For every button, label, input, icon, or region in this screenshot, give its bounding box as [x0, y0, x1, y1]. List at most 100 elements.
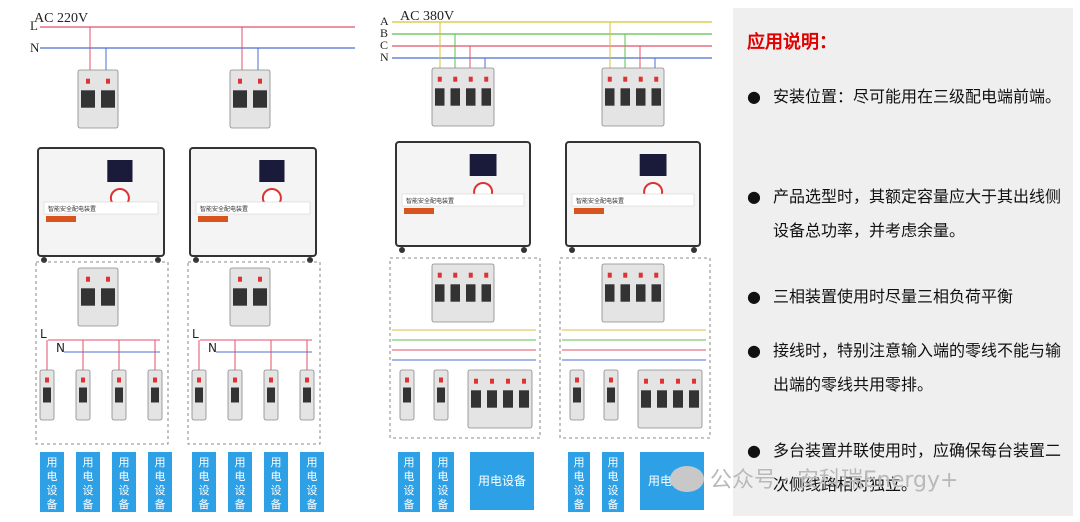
out-n-label: N: [208, 341, 217, 355]
load-label: 备: [155, 497, 166, 511]
panel-title: 应用说明：: [747, 32, 837, 53]
breaker-handle: [605, 88, 615, 106]
load-label: 电: [608, 470, 619, 483]
line-n3-label: N: [380, 50, 389, 64]
load-label: 备: [83, 497, 94, 511]
wechat-icon: [670, 466, 704, 492]
breaker-indicator: [644, 378, 648, 384]
device-name: 智能安全配电装置: [200, 205, 248, 213]
breaker-handle: [403, 387, 411, 403]
application-notes-panel: 应用说明： ●安装位置：尽可能用在三级配电端前端。 ●产品选型时，其额定容量应大…: [733, 8, 1073, 516]
breaker-indicator: [117, 377, 121, 383]
load-label: 备: [608, 497, 619, 511]
breaker-indicator: [468, 76, 473, 82]
breaker-indicator: [258, 276, 262, 282]
bullet-icon: ●: [747, 287, 761, 306]
load-box: [148, 452, 172, 512]
breaker-indicator: [474, 378, 478, 384]
wiring-diagram: AC 220V L N AC 380V A B C N 智能安全配电装置LN用电…: [30, 9, 712, 512]
load-label: 设: [438, 484, 449, 497]
load-label: 电: [307, 470, 318, 483]
load-label: 设: [307, 484, 318, 497]
line-n-label: N: [30, 40, 40, 55]
breaker-handle: [466, 284, 476, 302]
device-name: 智能安全配电装置: [406, 197, 454, 205]
breaker-indicator: [623, 272, 628, 278]
breaker-indicator: [439, 377, 443, 383]
breaker-handle: [450, 284, 460, 302]
load-box: [602, 452, 624, 512]
breaker-handle: [437, 387, 445, 403]
bullet-icon: ●: [747, 441, 761, 460]
breaker-handle: [43, 387, 51, 403]
load-label: 电: [83, 470, 94, 483]
breaker-indicator: [638, 272, 643, 278]
breaker-indicator: [522, 378, 526, 384]
load-label: 电: [155, 470, 166, 483]
device-foot: [307, 257, 313, 263]
branch-main-breaker: [229, 267, 271, 327]
breaker-handle: [81, 288, 95, 306]
line-l-label: L: [30, 18, 38, 33]
breaker-indicator: [453, 76, 458, 82]
load-label: 电: [47, 470, 58, 483]
breaker-indicator: [81, 377, 85, 383]
out-l-label: L: [192, 327, 199, 341]
load-label: 设: [119, 484, 130, 497]
breaker-handle: [651, 284, 661, 302]
breaker-handle: [657, 390, 667, 408]
device-foot: [155, 257, 161, 263]
load-box: [300, 452, 324, 512]
breaker-indicator: [453, 272, 458, 278]
breaker-handle: [151, 387, 159, 403]
breaker-indicator: [153, 377, 157, 383]
breaker-handle: [573, 387, 581, 403]
breaker-handle: [253, 90, 267, 108]
supply-label-380: AC 380V: [400, 9, 454, 24]
load-label: 用: [119, 456, 130, 469]
main-breaker: [229, 69, 271, 129]
breaker-handle: [620, 88, 630, 106]
breaker-indicator: [692, 378, 696, 384]
breaker-indicator: [609, 377, 613, 383]
load-label: 备: [271, 497, 282, 511]
load-label: 电: [235, 470, 246, 483]
load-label: 用: [235, 456, 246, 469]
load-label: 设: [271, 484, 282, 497]
breaker-indicator: [506, 378, 510, 384]
device-brand-strip: [46, 216, 76, 222]
breaker-indicator: [654, 76, 659, 82]
breaker-indicator: [305, 377, 309, 383]
breaker-handle: [435, 88, 445, 106]
breaker-indicator: [258, 78, 262, 84]
breaker-indicator: [269, 377, 273, 383]
breaker-indicator: [490, 378, 494, 384]
breaker-indicator: [484, 272, 489, 278]
breaker-handle: [481, 88, 491, 106]
distribution-box: [559, 257, 711, 439]
device-foot: [193, 257, 199, 263]
load-label: 电: [574, 470, 585, 483]
distribution-box: [389, 257, 541, 439]
load-label: 备: [438, 497, 449, 511]
load-label: 备: [574, 497, 585, 511]
breaker-handle: [651, 88, 661, 106]
mcb-3p: [467, 369, 533, 429]
load-label: 备: [199, 497, 210, 511]
device-display: [469, 154, 497, 176]
bullet-icon: ●: [747, 87, 761, 106]
breaker-indicator: [676, 378, 680, 384]
device-brand-strip: [404, 208, 434, 214]
load-box: [40, 452, 64, 512]
breaker-handle: [466, 88, 476, 106]
breaker-handle: [641, 390, 651, 408]
load-label: 用: [83, 456, 94, 469]
breaker-handle: [115, 387, 123, 403]
branch-main-breaker-3p: [431, 263, 495, 323]
breaker-indicator: [638, 76, 643, 82]
breaker-handle: [79, 387, 87, 403]
breaker-indicator: [575, 377, 579, 383]
line-a-label: A: [380, 14, 389, 28]
watermark: 公众号 · 安科瑞Energy+: [710, 468, 959, 493]
supply-label-220: AC 220V: [34, 11, 88, 26]
